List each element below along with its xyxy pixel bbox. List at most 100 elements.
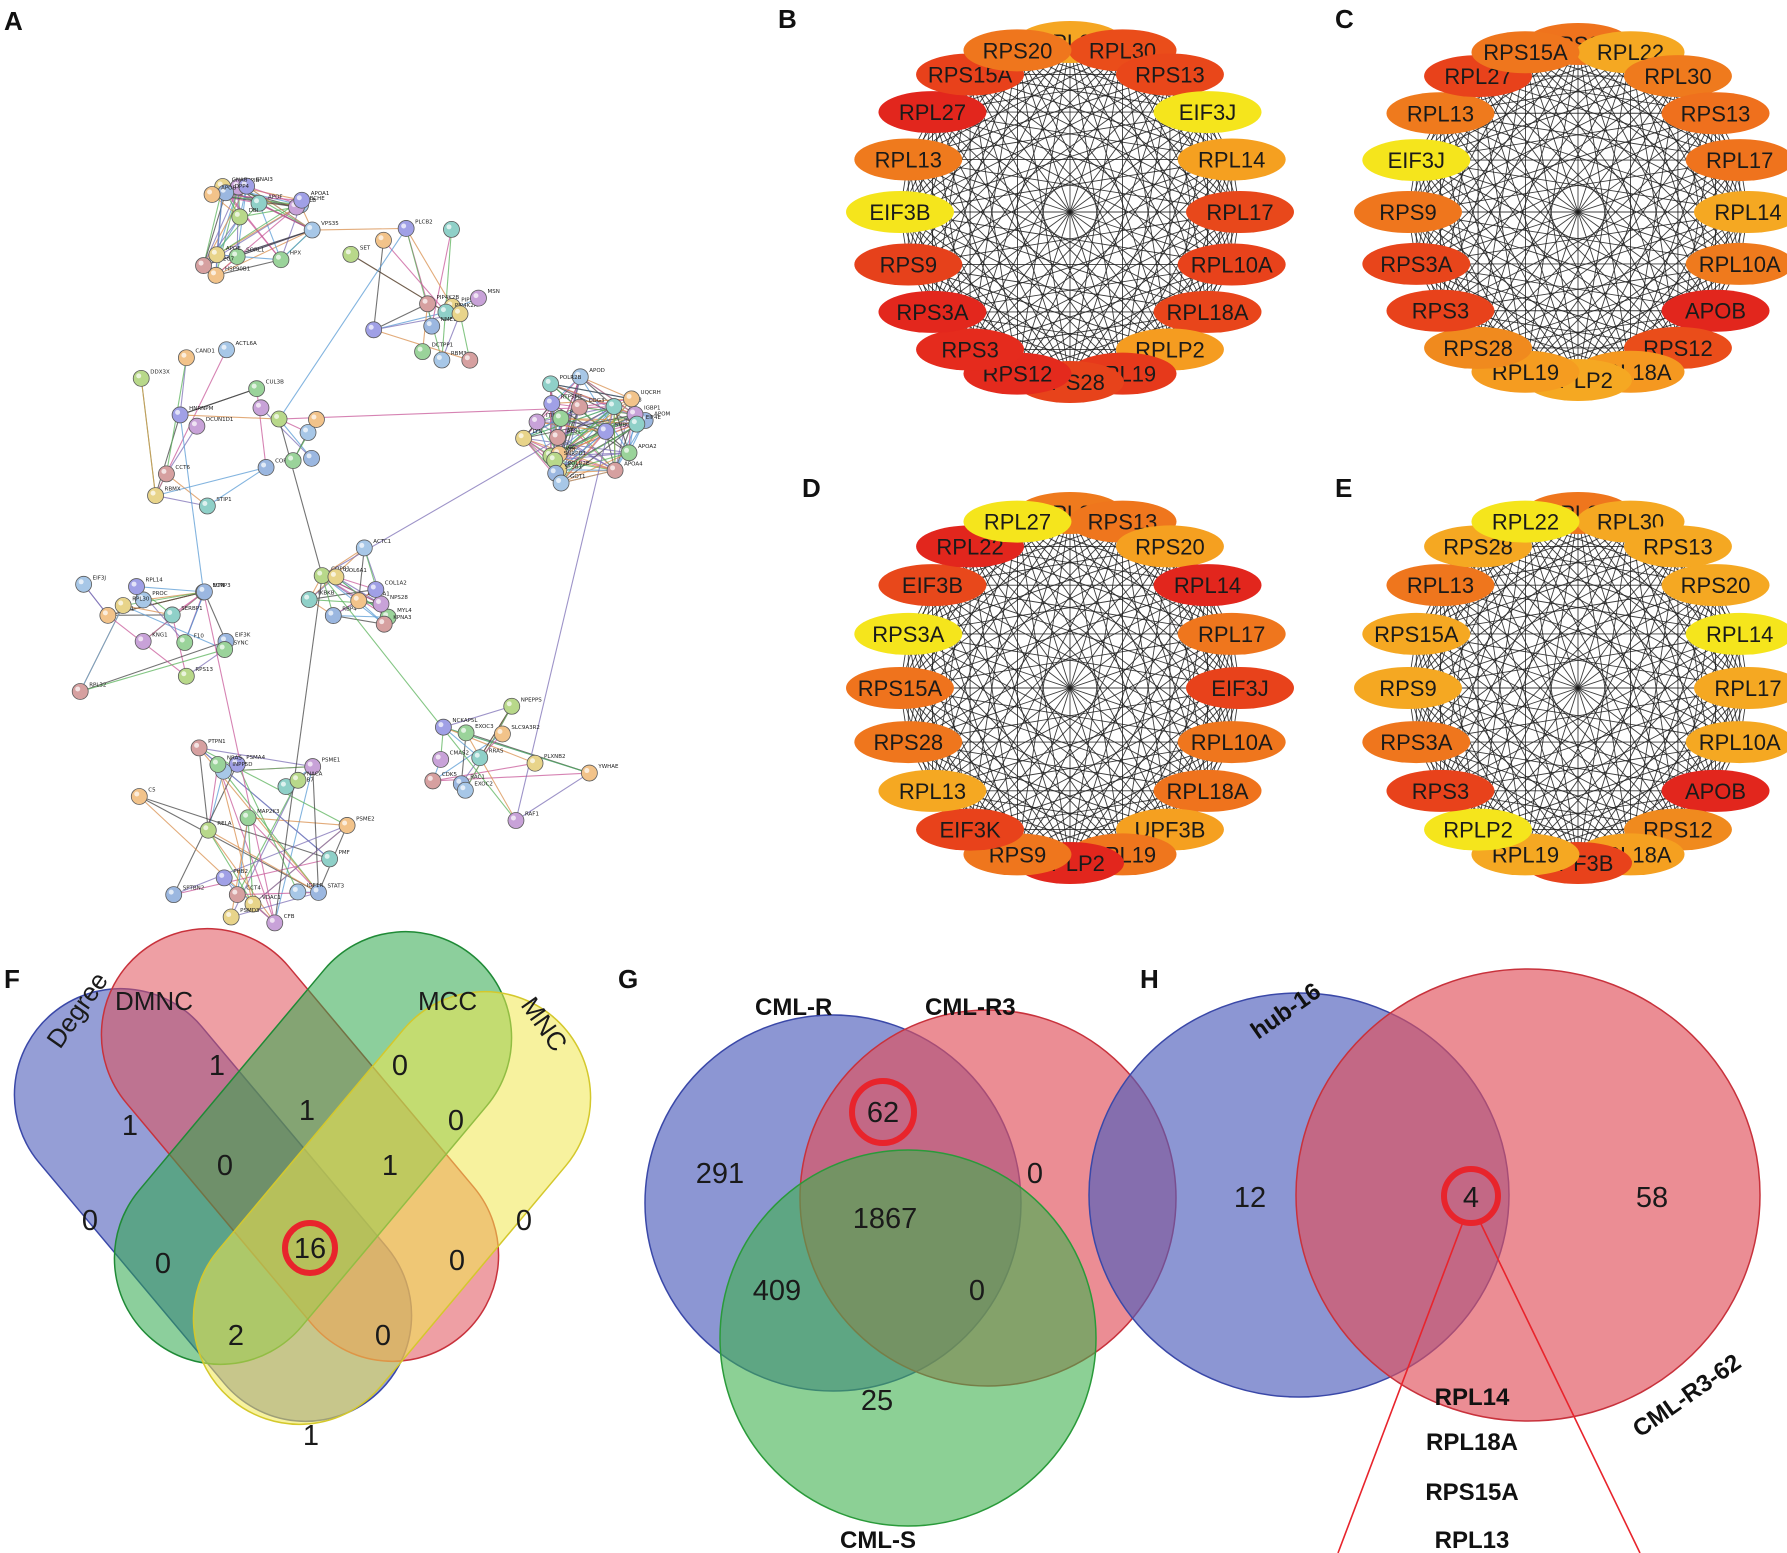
ppi-edge (550, 383, 632, 400)
ppi-edge (236, 763, 299, 893)
venn-f-degree-mcc: 0 (155, 1248, 171, 1280)
ppi-node-ball (461, 351, 479, 369)
ppi-node-label: ELMP3 (213, 583, 232, 589)
network-edge (1017, 521, 1208, 792)
venn-h-callout-left (1337, 1221, 1464, 1553)
ppi-node-label: RPS13 (195, 667, 213, 673)
network-edge (899, 41, 1071, 213)
ppi-node: SERBP1 (163, 606, 203, 624)
network-edge (1017, 49, 1241, 213)
ppi-node: RRAS (471, 749, 504, 767)
ppi-edge (215, 229, 313, 276)
ppi-node-ball (203, 186, 221, 203)
ppi-node-shine (293, 775, 299, 781)
network-edge (969, 50, 1018, 350)
gene-node-label: RPLP2 (1443, 818, 1513, 843)
ppi-node-ball (71, 683, 89, 700)
ppi-node (303, 449, 320, 467)
ppi-edge (207, 829, 254, 905)
ppi-node: RPS13 (177, 667, 213, 685)
gene-node-ellipse (1685, 242, 1787, 285)
ppi-node-ball (209, 756, 227, 773)
ppi-edge (278, 228, 407, 420)
panel-c-letter: C (1335, 4, 1354, 34)
ppi-node-label: F10 (194, 634, 205, 640)
ppi-node-shine (304, 594, 310, 600)
network-edge (1577, 521, 1631, 864)
gene-node-ellipse (1694, 191, 1787, 233)
network-edge (1440, 584, 1749, 689)
ppi-edge (139, 795, 330, 860)
venn-f-degree-only: 0 (82, 1205, 98, 1237)
ppi-node: APOE (208, 246, 241, 264)
ppi-node-label: CFB (284, 914, 295, 920)
ppi-node: COL1A2 (367, 580, 407, 598)
ppi-node-ball (308, 411, 325, 428)
network-edge (1407, 43, 1579, 213)
ppi-edge (215, 206, 297, 276)
ppi-node: DCUN1D1 (188, 417, 233, 435)
gene-node-label: RPL10A (1191, 730, 1273, 755)
ppi-node-label: EXOC2 (474, 781, 493, 787)
gene-node-ellipse (1424, 326, 1533, 369)
ppi-node-shine (359, 542, 365, 548)
network-edge (969, 546, 1241, 689)
network-edge (1017, 41, 1071, 374)
network-edge (908, 521, 1123, 635)
network-edge (908, 633, 1241, 689)
network-edge (969, 584, 1208, 830)
ppi-node-label: PLCB2 (415, 219, 433, 225)
ppi-edge (173, 858, 330, 896)
ppi-node-label: POLR2E (568, 461, 590, 467)
ppi-node-ball (350, 592, 368, 610)
ppi-node-shine (234, 211, 240, 217)
ppi-edge (199, 747, 313, 768)
gene-node-rpl17: RPL17 (1685, 139, 1787, 182)
venn-f-degree-mnc: 1 (303, 1420, 319, 1452)
ppi-node-label: DDX3X (150, 369, 170, 375)
network-edge (1477, 75, 1740, 265)
panel-e: E RPL27RPL30RPS13RPS20RPL14RPL17RPL10AAP… (1335, 473, 1787, 884)
network-edge (1207, 633, 1233, 791)
gene-node-ellipse (1177, 243, 1286, 286)
ppi-node-shine (379, 619, 385, 625)
ppi-node (365, 321, 383, 339)
ppi-node-shine (198, 260, 204, 266)
network-edge (1407, 687, 1740, 743)
network-edge (899, 633, 1232, 689)
ppi-node-shine (417, 346, 423, 352)
gene-node-rpl22: RPL22 (1471, 500, 1580, 543)
venn-g-s-only: 25 (861, 1385, 893, 1417)
ppi-node: AES1 (549, 428, 581, 446)
ppi-node-label: KNG1 (152, 632, 167, 638)
gene-node-label: RPL17 (1706, 148, 1773, 173)
ppi-node-shine (610, 465, 616, 471)
network-edge (908, 111, 1208, 265)
network-edge (1017, 50, 1208, 313)
ppi-edge (515, 406, 615, 821)
network-edge (907, 159, 933, 312)
ppi-node-label: SERBP1 (181, 606, 202, 612)
network-edge (1525, 546, 1679, 855)
panel-b: B RPL22RPL30RPS13EIF3JRPL14RPL17RPL10ARP… (778, 4, 1294, 403)
ppi-node-ball (327, 568, 345, 586)
network-edge (969, 546, 1123, 855)
network-edge (1416, 263, 1631, 373)
network-edge (908, 159, 1208, 313)
ppi-node-shine (219, 644, 225, 650)
ppi-node: EXOC2 (456, 781, 493, 799)
venn-f-dmnc-label: DMNC (115, 986, 193, 1016)
venn-g-all: 1867 (853, 1203, 918, 1235)
network-edge (899, 211, 1232, 265)
gene-node-rplp2: RPLP2 (1424, 808, 1533, 851)
gene-node-rpl30: RPL30 (1623, 55, 1732, 98)
ppi-node-label: RELA (217, 821, 231, 827)
ppi-node-shine (574, 402, 580, 408)
network-edge (969, 546, 1232, 743)
ppi-node-shine (324, 853, 330, 859)
ppi-node: NCKAP5L (434, 718, 478, 736)
gene-node-label: EIF3J (1211, 676, 1268, 701)
ppi-node-shine (342, 820, 348, 826)
network-edge (1715, 585, 1741, 743)
gene-node-rpl14: RPL14 (1177, 138, 1286, 181)
